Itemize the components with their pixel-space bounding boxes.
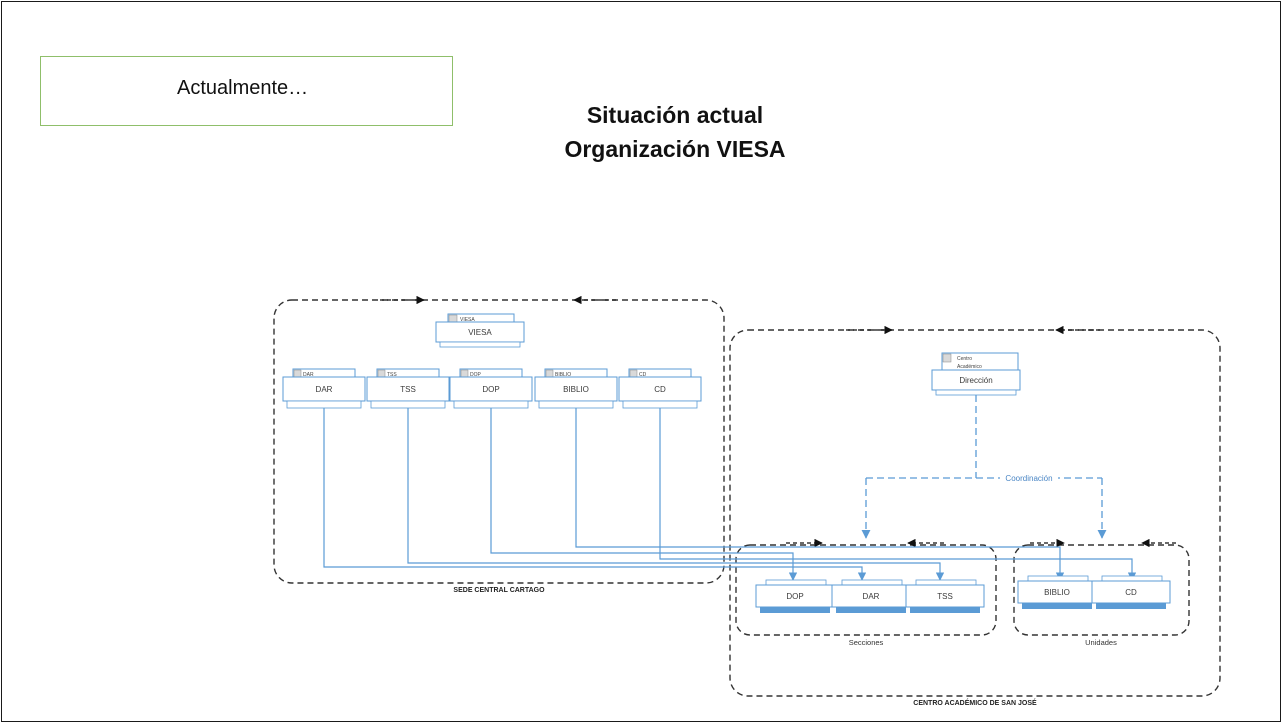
svg-text:DAR: DAR — [316, 385, 333, 394]
slide-title: Situación actual Organización VIESA — [500, 98, 850, 166]
svg-text:VIESA: VIESA — [468, 328, 492, 337]
svg-text:Dirección: Dirección — [959, 376, 992, 385]
unidades-label: Unidades — [1085, 638, 1117, 647]
title-line-2: Organización VIESA — [564, 136, 786, 162]
svg-text:CD: CD — [1125, 588, 1137, 597]
svg-text:Académico: Académico — [957, 364, 982, 370]
coordination-label: Coordinación — [1005, 474, 1052, 483]
node-direccion: Centro Académico Dirección — [931, 352, 1021, 396]
node-viesa: VIESA VIESA — [435, 313, 525, 348]
note-box: Actualmente… — [40, 56, 453, 126]
title-line-1: Situación actual — [586, 102, 764, 128]
svg-text:DAR: DAR — [303, 372, 314, 378]
secciones-group — [735, 544, 997, 636]
svg-text:VIESA: VIESA — [460, 317, 475, 323]
sede-central-group — [273, 299, 725, 584]
svg-text:BIBLIO: BIBLIO — [563, 385, 589, 394]
svg-text:DOP: DOP — [470, 372, 482, 378]
sede-unit-biblio: BIBLIO BIBLIO — [534, 368, 618, 409]
sede-unit-tss: TSS TSS — [366, 368, 450, 409]
seccion-unit-tss: TSS — [905, 579, 985, 613]
svg-text:DOP: DOP — [482, 385, 499, 394]
svg-text:BIBLIO: BIBLIO — [1044, 588, 1070, 597]
coordination-connector — [861, 395, 1107, 539]
boundary-arrows — [380, 295, 1176, 548]
sede-unit-cd: CD CD — [618, 368, 702, 409]
svg-text:CD: CD — [639, 372, 647, 378]
secciones-label: Secciones — [849, 638, 884, 647]
unidades-group — [1013, 544, 1190, 636]
sede-central-label: SEDE CENTRAL CARTAGO — [453, 587, 545, 594]
coordination-label-bg — [1000, 472, 1058, 483]
sede-unit-dar: DAR DAR — [282, 368, 366, 409]
svg-text:TSS: TSS — [387, 372, 397, 378]
centro-academico-label: CENTRO ACADÉMICO DE SAN JOSÉ — [913, 698, 1037, 707]
svg-text:DAR: DAR — [863, 592, 880, 601]
unit-connectors — [323, 408, 1137, 581]
unidad-unit-biblio: BIBLIO — [1017, 575, 1097, 609]
svg-text:DOP: DOP — [786, 592, 803, 601]
svg-text:CD: CD — [654, 385, 666, 394]
svg-text:Centro: Centro — [957, 356, 972, 362]
sede-unit-dop: DOP DOP — [449, 368, 533, 409]
svg-text:TSS: TSS — [400, 385, 416, 394]
seccion-unit-dar: DAR — [831, 579, 911, 613]
svg-text:TSS: TSS — [937, 592, 953, 601]
seccion-unit-dop: DOP — [755, 579, 835, 613]
svg-text:BIBLIO: BIBLIO — [555, 372, 571, 378]
unidad-unit-cd: CD — [1091, 575, 1171, 609]
note-text: Actualmente… — [177, 77, 309, 99]
